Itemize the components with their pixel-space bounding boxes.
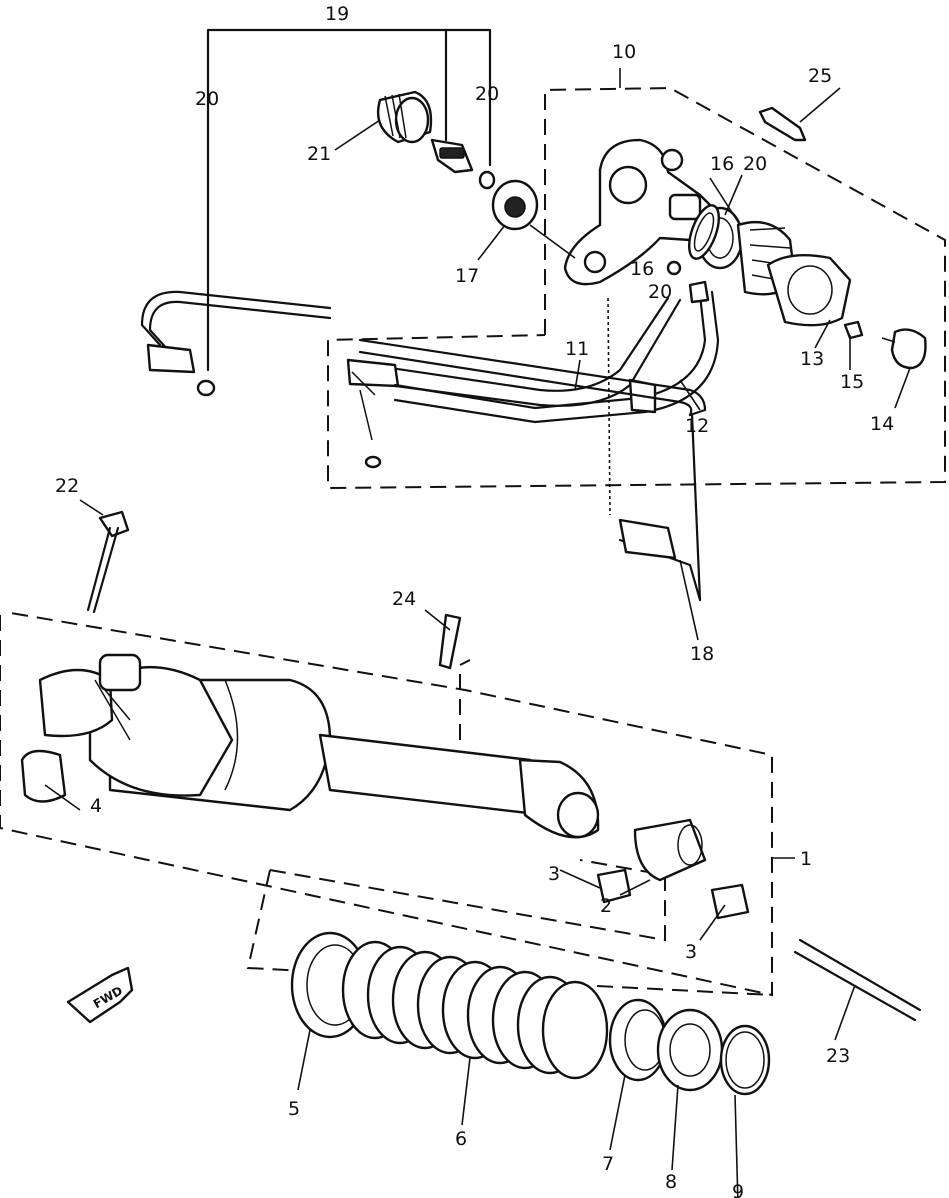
- callout-21: 21: [307, 143, 331, 165]
- callout-25: 25: [808, 65, 832, 87]
- callout-9: 9: [732, 1181, 744, 1198]
- callout-15: 15: [840, 371, 864, 393]
- part-14-knob: [881, 328, 927, 370]
- o-ring-16-20: [688, 204, 720, 260]
- bracket-19: [196, 28, 492, 397]
- callout-6: 6: [455, 1128, 467, 1150]
- callout-10: 10: [612, 41, 636, 63]
- part-7-adjuster-ring: [608, 998, 668, 1082]
- part-18-line: [140, 290, 707, 602]
- callout-2: 2: [600, 895, 612, 917]
- callout-14: 14: [870, 413, 894, 435]
- part-21-knob: [376, 90, 433, 144]
- callout-19: 19: [325, 3, 349, 25]
- part-3-collar-b: [710, 883, 750, 920]
- part-15-screw: [843, 320, 864, 340]
- callout-16-mid: 16: [630, 258, 654, 280]
- callout-20-left: 20: [195, 88, 219, 110]
- callout-8: 8: [665, 1171, 677, 1193]
- callout-7: 7: [602, 1153, 614, 1175]
- callout-3-lower: 3: [685, 941, 697, 963]
- part-9-circlip: [719, 1024, 771, 1096]
- callout-22: 22: [55, 475, 79, 497]
- callout-1: 1: [800, 848, 812, 870]
- o-ring-20-lower: [196, 379, 216, 397]
- callout-23: 23: [826, 1045, 850, 1067]
- part-20-adjuster: [430, 138, 496, 190]
- part-6-spring: [341, 940, 609, 1080]
- callout-5: 5: [288, 1098, 300, 1120]
- callout-20-mid: 20: [648, 281, 672, 303]
- part-25-bolt: [758, 106, 807, 142]
- part-2-joint: [633, 818, 707, 882]
- callout-17: 17: [455, 265, 479, 287]
- part-22-bolt: [86, 510, 130, 614]
- part-13-cap: [766, 254, 852, 327]
- part-1-shock-body: [38, 653, 600, 839]
- callout-24: 24: [392, 588, 416, 610]
- part-23-shaft: [793, 938, 922, 1022]
- callout-20-top: 20: [475, 83, 499, 105]
- callout-20-top-right: 20: [743, 153, 767, 175]
- callout-18: 18: [690, 643, 714, 665]
- callout-numbers: 19 20 20 21 17 10 25 16 20 16 20 11 12 1…: [55, 3, 894, 1198]
- callout-13: 13: [800, 348, 824, 370]
- o-ring-16-lower: [666, 260, 682, 276]
- callout-11: 11: [565, 338, 589, 360]
- callout-12: 12: [685, 415, 709, 437]
- callout-16-top: 16: [710, 153, 734, 175]
- leader-lines: [44, 68, 911, 1198]
- part-24-pin: [438, 613, 462, 670]
- fwd-arrow-icon: FWD: [66, 966, 134, 1024]
- part-8-spring-guide: [656, 1008, 724, 1092]
- callout-4: 4: [90, 795, 102, 817]
- part-4-bushing: [20, 749, 67, 803]
- assembly-boundaries: [0, 86, 946, 997]
- callout-3-upper: 3: [548, 863, 560, 885]
- part-17-seal: [491, 179, 539, 231]
